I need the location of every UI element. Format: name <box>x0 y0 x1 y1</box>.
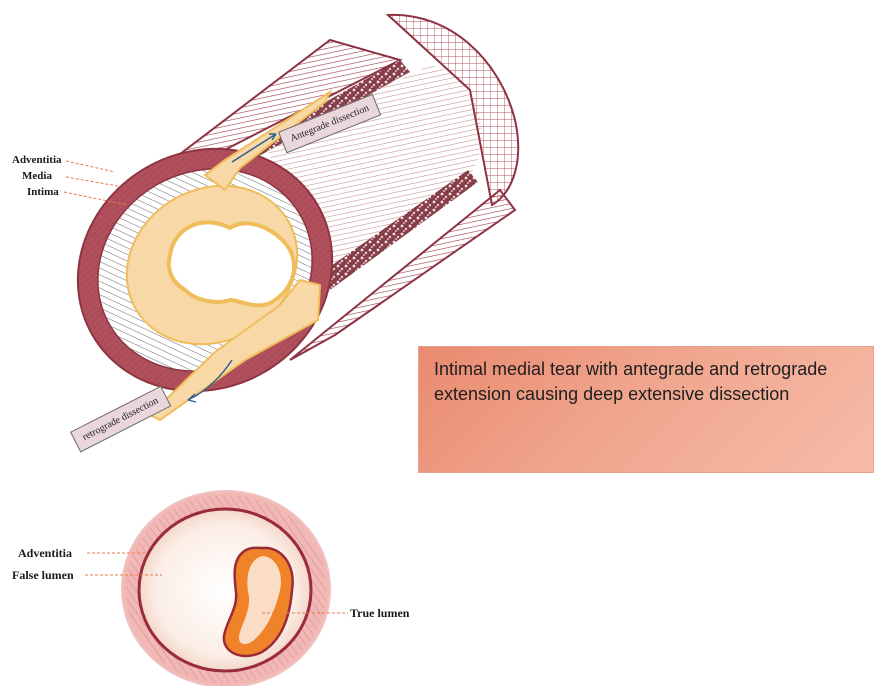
callout-text: Intimal medial tear with antegrade and r… <box>434 359 827 404</box>
true-lumen-top <box>169 222 294 305</box>
label-adventitia-bottom: Adventitia <box>18 546 72 561</box>
cross-section <box>85 491 348 686</box>
label-false-lumen: False lumen <box>12 568 74 583</box>
callout-box: Intimal medial tear with antegrade and r… <box>418 346 874 473</box>
label-adventitia-top: Adventitia <box>12 154 62 166</box>
label-true-lumen: True lumen <box>350 606 409 621</box>
adventitia-leader <box>66 161 115 172</box>
label-media: Media <box>22 170 52 182</box>
media-leader <box>66 177 118 186</box>
label-intima: Intima <box>27 186 59 198</box>
